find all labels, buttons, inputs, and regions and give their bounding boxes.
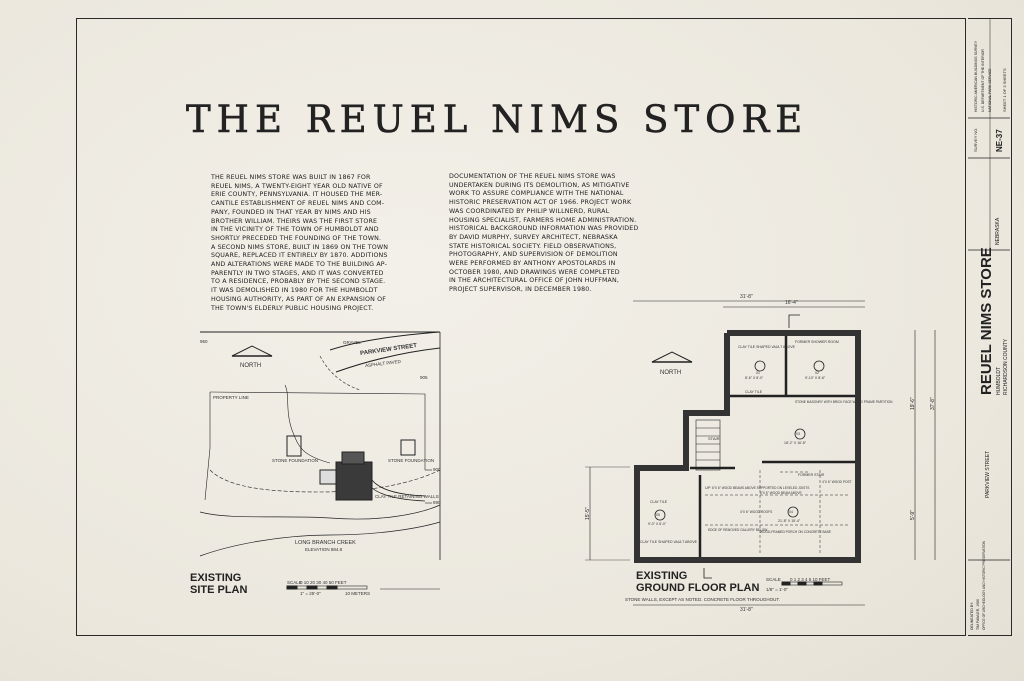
room-02-name: FORMER SHOWER ROOM: [795, 340, 839, 344]
wood-beam-note-2: 6"x 6" WOOD BEAM ABOVE: [760, 491, 802, 495]
wood-roofs-note: 4"x 6" WOOD ROOFS: [740, 510, 773, 514]
drawing-border: [76, 18, 966, 636]
title-block-delineator-name: TIM FAWLER, 1980: [976, 599, 980, 630]
room-02-size: 9'-10" x 8'-6": [805, 376, 826, 380]
title-block-sheet: SHEET 1 OF 3 SHEETS: [1002, 68, 1007, 112]
site-scale-ratio: 1" = 25'-0": [300, 591, 321, 596]
floor-scale-numbers: 0 1 2 3 4 5 10 FEET: [790, 577, 831, 582]
room-01-size: 8'-6" x 8'-0": [745, 376, 764, 380]
elevation-label: ELEVATION 884.8: [305, 547, 343, 552]
room-03-number: 03: [796, 432, 800, 436]
vault-note: CLAY TILE SHAPED VAULT ABOVE: [640, 540, 697, 544]
clay-tile-label: CLAY TILE: [650, 500, 668, 504]
wood-post-note: 4"x 6" WOOD POST: [822, 480, 852, 484]
dim-right-upper: 19'-6": [910, 397, 916, 410]
stone-foundation-label-1: STONE FOUNDATION: [272, 458, 319, 463]
floor-scale-ratio: 1/8" = 1'-0": [766, 587, 788, 592]
site-north-label: NORTH: [240, 363, 262, 369]
room-02-number: 02: [815, 371, 819, 375]
title-block-county: RICHARDSON COUNTY: [1003, 338, 1009, 395]
creek-label: LONG BRANCH CREEK: [295, 540, 356, 546]
dim-bottom: 31'-8": [740, 607, 753, 613]
property-line-label: PROPERTY LINE: [213, 395, 249, 400]
title-block-project: REUEL NIMS STORE: [978, 247, 995, 395]
contour-900: 900: [433, 467, 441, 472]
room-01-name: CLAY TILE SHAPED VAULT ABOVE: [738, 345, 795, 349]
title-block-agency: NATIONAL PARK SERVICE: [988, 68, 992, 112]
site-plan-label: EXISTING SITE PLAN: [190, 572, 248, 596]
sheet-title: THE REUEL NIMS STORE: [186, 98, 809, 142]
title-block-street: PARKVIEW STREET: [985, 450, 991, 498]
dim-right-total: 37'-8": [930, 397, 936, 410]
title-block-survey-number: NE-37: [995, 129, 1004, 152]
site-scale-meters: 10 METERS: [345, 591, 371, 596]
room-03-size: 18'-2" x 16'-8": [784, 441, 807, 445]
room-01-number: 01: [756, 371, 760, 375]
stair-label: STAIR: [708, 436, 720, 441]
floor-scale-label: SCALE: [766, 577, 781, 582]
up-label: UP: [705, 485, 711, 490]
floor-plan-notes: STONE WALLS, EXCEPT AS NOTED. CONCRETE F…: [625, 597, 780, 602]
title-block-program: HISTORIC AMERICAN BUILDINGS SURVEY: [974, 40, 978, 112]
former-stair-label: FORMER STAIR: [798, 473, 825, 477]
gallery-note: EDGE OF REMOVED GALLERY BELOW: [708, 528, 768, 532]
room-05-size: 9'-0" x 6'-0": [648, 522, 667, 526]
title-block-office: OFFICE OF ARCHEOLOGY AND HISTORIC PRESER…: [982, 541, 986, 630]
documentation-paragraph: DOCUMENTATION OF THE REUEL NIMS STORE WA…: [449, 173, 639, 294]
title-block-state: NEBRASKA: [995, 217, 1001, 245]
site-scale-numbers: 0 10 20 30 40 50 FEET: [300, 580, 347, 585]
partition-note: STONE MASONRY WITH BRICK FACE WOOD FRAME…: [795, 400, 893, 404]
history-paragraph: THE REUEL NIMS STORE WAS BUILT IN 1867 F…: [211, 174, 389, 312]
room-04-number: 04: [789, 510, 793, 514]
title-block-delineator: DELINEATED BY:: [970, 601, 974, 630]
contour-950: 950: [200, 339, 208, 344]
retaining-wall-label: CLAY TILE RETAINING WALLS: [375, 494, 439, 499]
concrete-note: WOOD-FRAMED PORCH ON CONCRETE BASE: [760, 530, 832, 534]
floor-plan-label: EXISTING GROUND FLOOR PLAN: [636, 570, 760, 594]
contour-905: 905: [420, 375, 428, 380]
wood-beam-note-1: 6"x 6" WOOD BEAMS ABOVE SUPPORTED ON LEV…: [712, 486, 810, 490]
dim-top-overall: 31'-8": [740, 294, 753, 300]
room-05-number: 05: [656, 513, 660, 517]
title-block-city: HUMBOLDT: [996, 366, 1002, 395]
dim-left: 15'-5": [585, 507, 591, 520]
dim-right-lower: 5'-9": [910, 510, 916, 520]
title-block-survey-label: SURVEY NO.: [973, 127, 978, 152]
title-block-dept: U.S. DEPARTMENT OF THE INTERIOR: [981, 49, 985, 112]
site-scale-label: SCALE: [287, 580, 302, 585]
wood-frame-note: INFILL OF 6" WOOD FRAME: [708, 560, 750, 564]
contour-890: 890: [433, 500, 441, 505]
stone-wall-note: STONE WALL BELOW: [790, 560, 823, 564]
room-04-size: 21'-8" x 15'-4": [778, 519, 801, 523]
gravel-label: GRAVEL: [343, 340, 361, 345]
stone-foundation-label-2: STONE FOUNDATION: [388, 458, 435, 463]
floor-north-label: NORTH: [660, 370, 682, 376]
clay-tile-label-2: CLAY TILE: [745, 390, 763, 394]
dim-top-inner: 16'-4": [785, 300, 798, 306]
